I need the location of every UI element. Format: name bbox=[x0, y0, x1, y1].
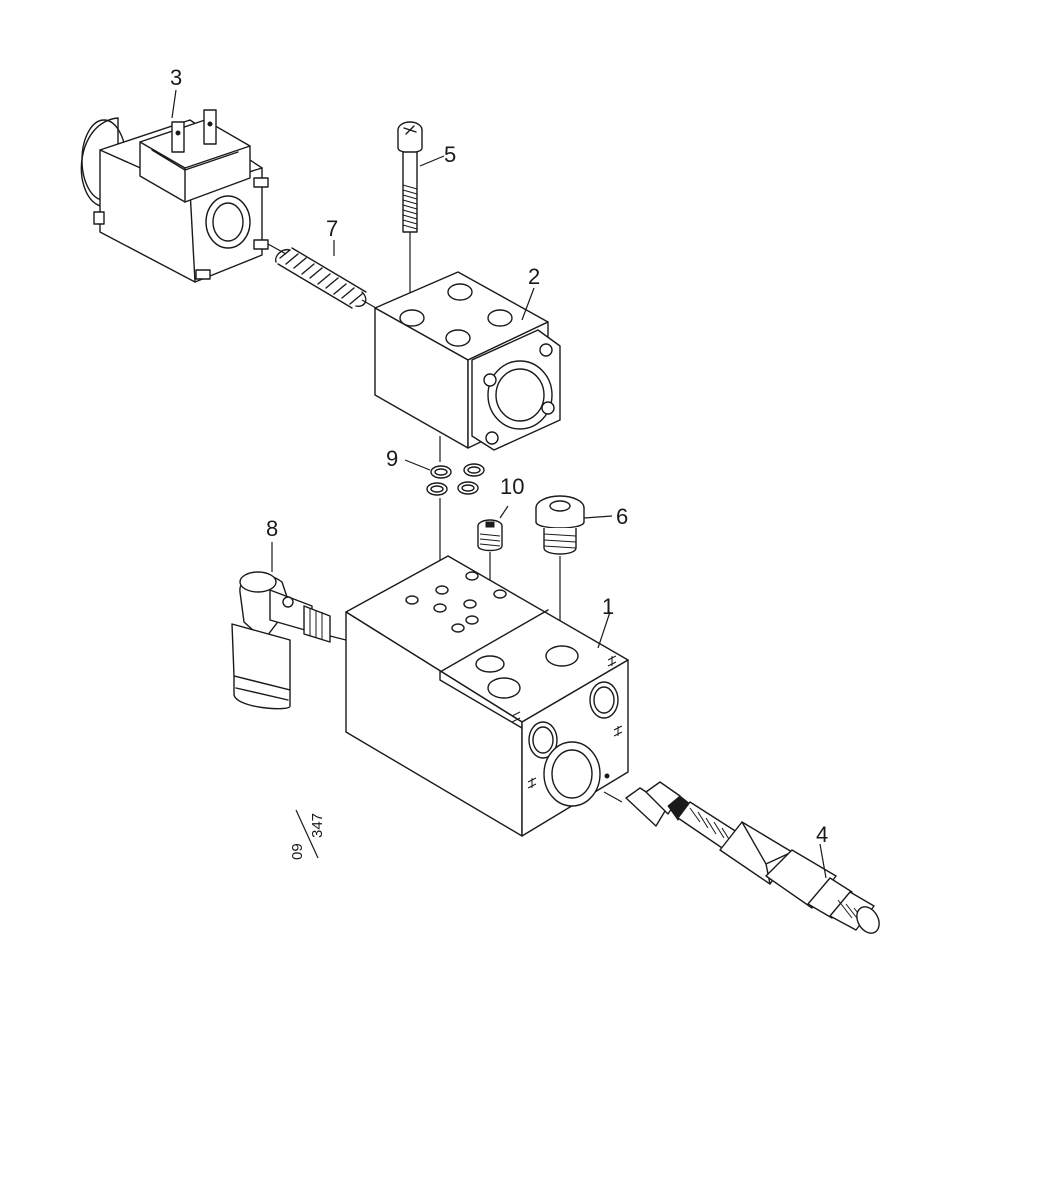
leader-5 bbox=[419, 155, 445, 167]
screw-part-5 bbox=[397, 121, 423, 318]
valve-body-part-2 bbox=[374, 271, 561, 462]
callout-3: 3 bbox=[170, 65, 182, 90]
callout-4: 4 bbox=[816, 822, 828, 847]
callout-2: 2 bbox=[528, 264, 540, 289]
callout-8: 8 bbox=[266, 516, 278, 541]
drawing-reference: 09 347 bbox=[289, 809, 326, 860]
reference-left: 09 bbox=[289, 843, 306, 860]
reference-slash bbox=[295, 809, 319, 859]
callout-10: 10 bbox=[500, 474, 524, 499]
elbow-fitting-part-8 bbox=[231, 542, 347, 710]
callout-5: 5 bbox=[444, 142, 456, 167]
leader-3 bbox=[171, 89, 177, 119]
cartridge-valve-part-4 bbox=[603, 781, 880, 934]
manifold-block-part-1 bbox=[345, 555, 629, 837]
callout-1: 1 bbox=[602, 594, 614, 619]
large-plug-part-6 bbox=[535, 495, 613, 650]
callout-6: 6 bbox=[616, 504, 628, 529]
spring-part-7 bbox=[275, 247, 377, 309]
solenoid-coil-part-3 bbox=[80, 109, 287, 283]
callout-9: 9 bbox=[386, 446, 398, 471]
callout-7: 7 bbox=[326, 216, 338, 241]
reference-right: 347 bbox=[309, 813, 326, 838]
leader-2 bbox=[521, 287, 535, 321]
